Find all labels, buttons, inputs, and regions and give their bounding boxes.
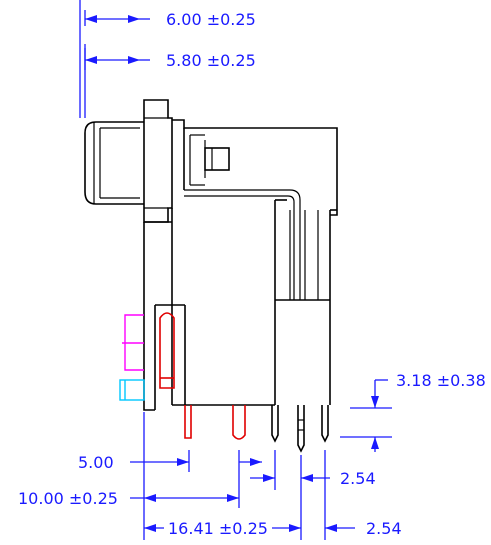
dim-label-top-width-a: 6.00 ±0.25 <box>166 10 256 29</box>
dim-label-total-depth: 16.41 ±0.25 <box>168 519 268 538</box>
shield-pins <box>159 312 246 440</box>
dimension-top-width-a: 6.00 ±0.25 <box>84 10 256 29</box>
dimension-pin-pitch-a: 2.54 <box>239 458 376 488</box>
signal-pins <box>271 405 329 453</box>
dim-label-pin-pitch-b: 2.54 <box>366 519 402 538</box>
contact-spring <box>184 189 301 300</box>
plug-nose <box>84 121 144 205</box>
dimension-front-to-pin1: 5.00 <box>78 453 189 472</box>
connector-body <box>84 99 338 411</box>
led-magenta <box>122 314 144 371</box>
dim-label-front-to-pin1: 5.00 <box>78 453 114 472</box>
housing-top <box>172 119 338 216</box>
led-cyan <box>119 379 145 401</box>
dimension-pin-pitch-b: 2.54 <box>325 519 402 538</box>
dim-label-top-width-b: 5.80 ±0.25 <box>166 51 256 70</box>
dimension-pin-offset-height: 3.18 ±0.38 <box>340 371 486 452</box>
dim-label-pin-offset-height: 3.18 ±0.38 <box>396 371 486 390</box>
dimension-front-to-pin2: 10.00 ±0.25 <box>18 489 239 508</box>
dim-label-pin-pitch-a: 2.54 <box>340 469 376 488</box>
plunger <box>204 147 230 171</box>
dimension-top-width-b: 5.80 ±0.25 <box>84 48 256 70</box>
dimension-total-depth: 16.41 ±0.25 <box>144 519 301 538</box>
dim-label-front-to-pin2: 10.00 ±0.25 <box>18 489 118 508</box>
housing-left-edge <box>143 222 155 411</box>
